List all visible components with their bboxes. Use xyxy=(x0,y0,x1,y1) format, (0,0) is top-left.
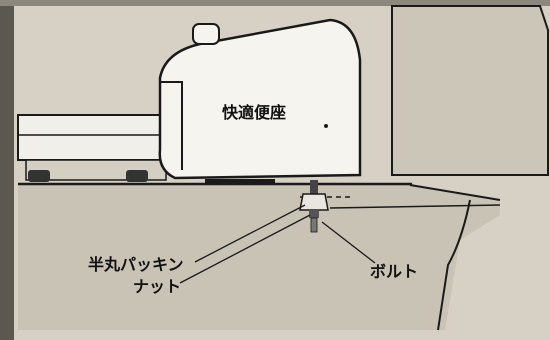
seat-bumper-left xyxy=(28,170,50,182)
seat-lid-extension xyxy=(17,114,169,161)
housing-dot xyxy=(324,124,328,128)
bowl-contour-line xyxy=(437,199,471,331)
left-border-shadow xyxy=(0,0,14,340)
top-knob xyxy=(192,23,220,45)
toilet-tank xyxy=(391,5,549,176)
bowl-rim-edge xyxy=(409,184,501,201)
nut-label: ナット xyxy=(133,277,181,296)
bolt-shaft xyxy=(310,217,318,233)
seat-unit-housing xyxy=(158,18,362,180)
bowl-inner-line xyxy=(329,204,501,209)
packing-leader-line xyxy=(194,204,306,263)
seat-bumper-right xyxy=(126,170,148,182)
top-border xyxy=(0,0,550,6)
housing-bottom-strip xyxy=(205,179,275,184)
toilet-bowl-body xyxy=(18,185,500,330)
housing-inner-edge xyxy=(160,81,183,170)
bolt-head xyxy=(310,180,318,194)
half-round-packing-label: 半丸パッキン xyxy=(88,255,184,274)
half-round-packing xyxy=(299,193,329,211)
toilet-seat-label: 快適便座 xyxy=(222,103,286,122)
nut xyxy=(309,210,319,218)
bolt-leader-line xyxy=(321,221,376,264)
bolt-label: ボルト xyxy=(370,262,418,281)
nut-leader-line xyxy=(179,214,311,284)
